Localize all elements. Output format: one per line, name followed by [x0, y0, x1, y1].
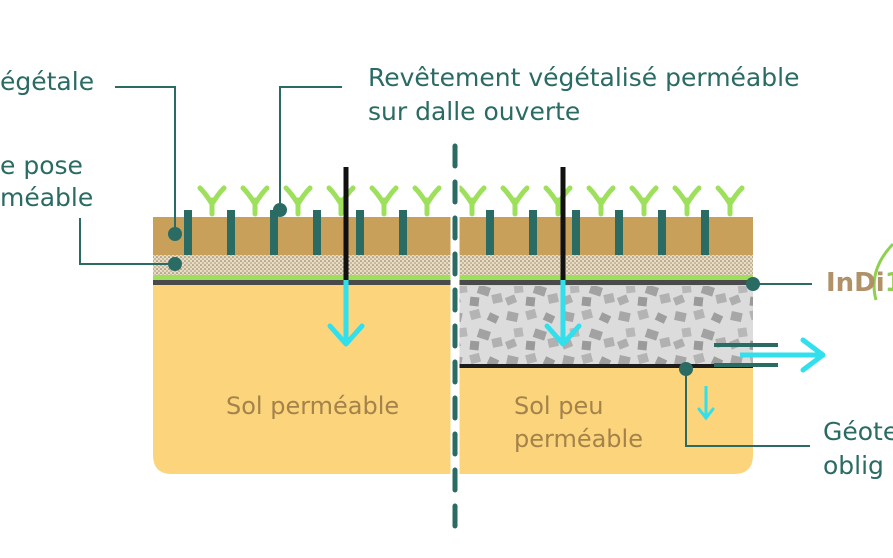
slab-post: [227, 210, 235, 255]
grass-sprout: [457, 185, 487, 217]
leader-dot-logo: [746, 277, 760, 291]
grass-sprout: [283, 185, 313, 217]
slow-infiltration-arrowhead: [697, 407, 715, 421]
leader-dot-vegetal-layer: [168, 227, 182, 241]
label-sol-permeable: Sol perméable: [226, 392, 400, 420]
label-bedding-line2: méable: [0, 183, 94, 212]
slab-posts: [184, 210, 709, 255]
label-sol-peu-line1: Sol peu: [514, 392, 604, 420]
grass-sprout: [240, 185, 270, 217]
label-revetement-line2: sur dalle ouverte: [368, 97, 581, 126]
infiltration-arrowhead-left: [327, 323, 365, 347]
label-bedding-line1: e pose: [0, 151, 83, 180]
slab-post: [658, 210, 666, 255]
bottom-geotextile-line: [458, 364, 753, 368]
grass-sprout: [369, 185, 399, 217]
slab-post: [572, 210, 580, 255]
logo-leaf-icon: [872, 242, 893, 301]
grass-sprouts: [197, 185, 745, 217]
label-vegetal-layer: égétale: [0, 67, 95, 96]
leader-line-bedding: [79, 218, 175, 265]
infiltration-arrowhead-right: [544, 323, 582, 347]
logo-text: InDi: [826, 268, 885, 298]
grass-sprout: [629, 185, 659, 217]
slab-post: [615, 210, 623, 255]
grass-sprout: [543, 185, 573, 217]
leader-dot-bedding: [168, 257, 182, 271]
grass-sprout: [326, 185, 356, 217]
gravel-reservoir-layer: [458, 286, 753, 366]
drain-flow-arrowhead: [800, 337, 826, 373]
label-geotextile-line1: Géote: [823, 417, 893, 446]
grass-sprout: [412, 185, 442, 217]
slab-post: [313, 210, 321, 255]
leader-line-revetement: [279, 86, 342, 210]
slab-post: [486, 210, 494, 255]
grass-sprout: [586, 185, 616, 217]
slab-post: [184, 210, 192, 255]
label-revetement-line1: Revêtement végétalisé perméable: [368, 63, 800, 92]
slab-post: [270, 210, 278, 255]
grass-sprout: [672, 185, 702, 217]
label-geotextile-line2: oblig: [823, 451, 884, 480]
logo-suffix: 1: [885, 268, 893, 298]
grass-sprout: [197, 185, 227, 217]
leader-line-vegetal-layer: [115, 86, 176, 234]
indi-logo: InDi1: [826, 268, 893, 298]
grass-sprout: [715, 185, 745, 217]
grass-sprout: [500, 185, 530, 217]
slab-post: [529, 210, 537, 255]
slab-post: [399, 210, 407, 255]
slab-post: [356, 210, 364, 255]
leader-line-geotextile: [685, 369, 810, 447]
slab-post: [701, 210, 709, 255]
leader-dot-geotextile: [679, 362, 693, 376]
leader-dot-revetement: [273, 203, 287, 217]
label-sol-peu-line2: perméable: [514, 425, 643, 453]
